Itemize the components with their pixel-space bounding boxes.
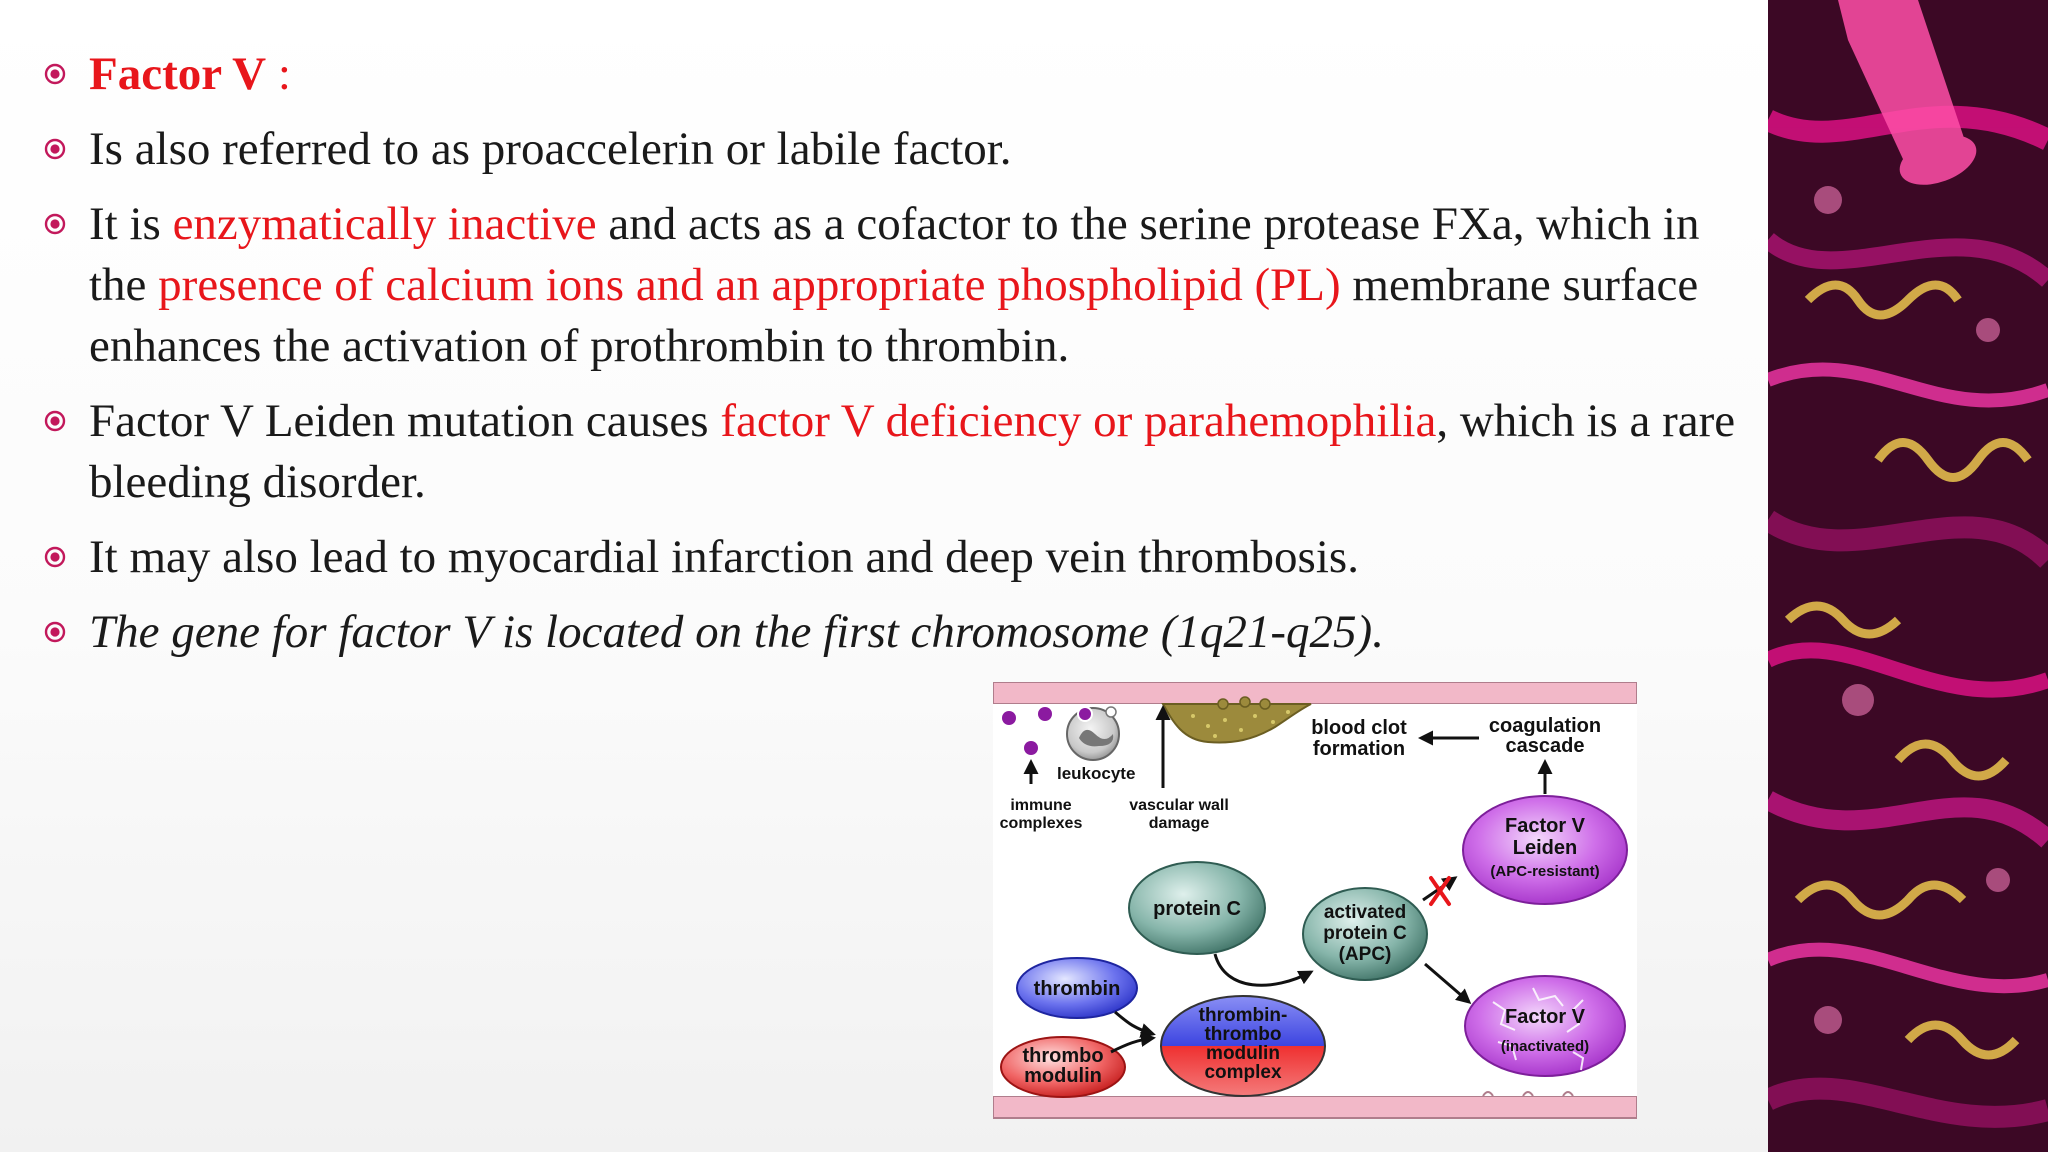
bullet-marker-icon bbox=[44, 63, 66, 85]
thrombomodulin-label-1: thrombo bbox=[1022, 1045, 1103, 1067]
bottom-membrane bbox=[993, 1095, 1637, 1119]
slide: Factor V : Is also referred to as proacce… bbox=[0, 0, 1768, 1152]
fvl-label-3: (APC-resistant) bbox=[1490, 863, 1599, 880]
party-streamers-image bbox=[1768, 0, 2048, 1152]
decorative-party-image bbox=[1768, 0, 2048, 1152]
bullet-text-segment: Factor V Leiden mutation causes bbox=[89, 395, 721, 447]
cascade-label-2: cascade bbox=[1506, 735, 1585, 757]
factor-v-pathway-diagram: leukocyte immune complexes vascular wall… bbox=[993, 682, 1637, 1119]
apc-node bbox=[1302, 887, 1428, 981]
bullet-text-segment: , which is a rare bleeding disorder. bbox=[89, 395, 1736, 508]
bullet-marker-icon bbox=[44, 213, 66, 235]
blocked-cross-icon bbox=[1429, 876, 1451, 906]
bullet-text-segment: : bbox=[266, 48, 291, 100]
complex-label-2: thrombo bbox=[1204, 1024, 1281, 1045]
thrombin-node bbox=[1016, 957, 1138, 1019]
bullet-item: It is enzymatically inactive and acts as… bbox=[44, 194, 1764, 377]
bullet-text-segment: presence of calcium ions and an appropri… bbox=[158, 259, 1341, 311]
complex-label-1: thrombin- bbox=[1199, 1005, 1288, 1026]
bullet-text-segment: enzymatically inactive bbox=[172, 198, 597, 250]
factor-v-leiden-node bbox=[1462, 795, 1628, 905]
immune-label-2: complexes bbox=[1000, 815, 1083, 832]
leukocyte-label: leukocyte bbox=[1057, 764, 1135, 783]
factor-v-inactivated-node bbox=[1464, 975, 1626, 1077]
thrombin-label: thrombin bbox=[1034, 978, 1121, 1000]
bullet-marker-icon bbox=[44, 410, 66, 432]
fvl-label-1: Factor V bbox=[1505, 815, 1586, 837]
apc-label-2: protein C bbox=[1323, 923, 1407, 944]
immune-label-1: immune bbox=[1010, 797, 1071, 814]
bullet-item: It may also lead to myocardial infarctio… bbox=[44, 527, 1764, 588]
apc-label-1: activated bbox=[1324, 902, 1406, 923]
apc-label-3: (APC) bbox=[1339, 944, 1392, 965]
blood-clot bbox=[1161, 703, 1312, 744]
protein-c-label: protein C bbox=[1153, 898, 1241, 920]
vascular-label-1: vascular wall bbox=[1129, 797, 1229, 814]
bullet-item: The gene for factor V is located on the … bbox=[44, 602, 1764, 663]
bullet-marker-icon bbox=[44, 621, 66, 643]
bullet-text-segment: It is bbox=[89, 198, 173, 250]
complex-label-3: modulin bbox=[1206, 1043, 1280, 1064]
bullet-text-segment: Is also referred to as proaccelerin or l… bbox=[89, 123, 1012, 175]
bullet-text-segment: It may also lead to myocardial infarctio… bbox=[89, 531, 1359, 583]
bullet-marker-icon bbox=[44, 546, 66, 568]
bullet-text-segment: membrane surface enhances the activation… bbox=[89, 259, 1699, 372]
bullet-text-segment: The gene for factor V is located on the … bbox=[89, 606, 1384, 658]
complex-label-4: complex bbox=[1204, 1062, 1282, 1083]
immune-complex-dots bbox=[1002, 707, 1052, 755]
cascade-label-1: coagulation bbox=[1489, 715, 1601, 737]
bullet-marker-icon bbox=[44, 138, 66, 160]
bullet-item: Factor V : bbox=[44, 44, 1764, 105]
bullet-text-segment: Factor V bbox=[89, 48, 267, 100]
fvi-label-2: (inactivated) bbox=[1501, 1038, 1589, 1055]
protein-c-node bbox=[1128, 861, 1266, 955]
thrombin-thrombomodulin-complex-node bbox=[1160, 995, 1326, 1097]
bullet-item: Factor V Leiden mutation causes factor V… bbox=[44, 391, 1764, 513]
thrombomodulin-node bbox=[1000, 1036, 1126, 1098]
bullet-text-segment: factor V deficiency or parahemophilia bbox=[720, 395, 1437, 447]
bullet-item: Is also referred to as proaccelerin or l… bbox=[44, 119, 1764, 180]
thrombomodulin-label-2: modulin bbox=[1024, 1065, 1102, 1087]
bullet-list: Factor V : Is also referred to as proacce… bbox=[44, 44, 1764, 677]
bullet-text-segment: and acts as a cofactor to the serine pro… bbox=[89, 198, 1700, 311]
fvl-label-2: Leiden bbox=[1513, 837, 1577, 859]
clot-label-1: blood clot bbox=[1311, 717, 1407, 739]
top-membrane bbox=[993, 682, 1637, 705]
fvi-label-1: Factor V bbox=[1505, 1006, 1586, 1028]
vascular-label-2: damage bbox=[1149, 815, 1210, 832]
clot-label-2: formation bbox=[1313, 738, 1405, 760]
